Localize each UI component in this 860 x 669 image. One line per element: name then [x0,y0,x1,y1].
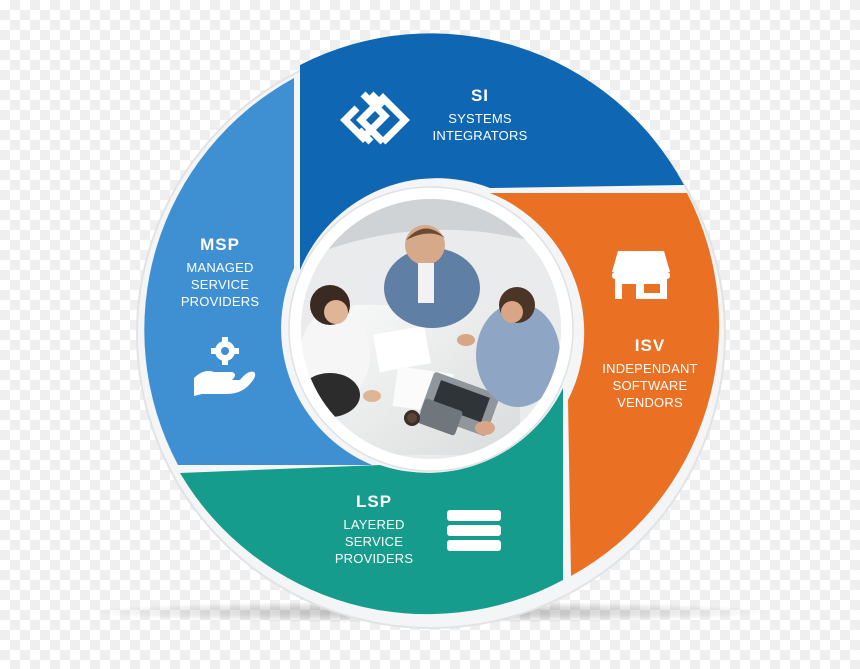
msp-line-2: SERVICE [190,277,250,292]
lsp-line-2: SERVICE [344,534,404,549]
si-line-2: INTEGRATORS [432,128,528,143]
segment-si[interactable] [300,33,684,271]
msp-line-3: PROVIDERS [180,294,260,309]
storefront-icon [612,251,670,299]
isv-line-2: SOFTWARE [612,378,688,393]
lsp-line-1: LAYERED [343,517,405,532]
linked-diamonds-icon [340,91,410,145]
stacked-layers-icon [447,510,501,551]
msp-line-1: MANAGED [186,260,254,275]
isv-label: ISV INDEPENDANT SOFTWARE VENDORS [580,337,720,411]
msp-abbr: MSP [200,235,240,254]
lsp-line-3: PROVIDERS [334,551,414,566]
business-meeting-photo [301,199,561,459]
segment-msp[interactable] [144,78,372,465]
msp-label: MSP MANAGED SERVICE PROVIDERS [160,236,280,310]
si-line-1: SYSTEMS [448,111,512,126]
segment-lsp[interactable] [180,388,563,615]
lsp-label: LSP LAYERED SERVICE PROVIDERS [304,493,444,567]
isv-line-1: INDEPENDANT [602,361,698,376]
isv-abbr: ISV [634,336,666,355]
lsp-abbr: LSP [355,492,393,511]
si-abbr: SI [470,86,490,105]
si-label: SI SYSTEMS INTEGRATORS [410,87,550,144]
isv-line-3: VENDORS [617,395,683,410]
hand-gear-icon [194,337,256,396]
